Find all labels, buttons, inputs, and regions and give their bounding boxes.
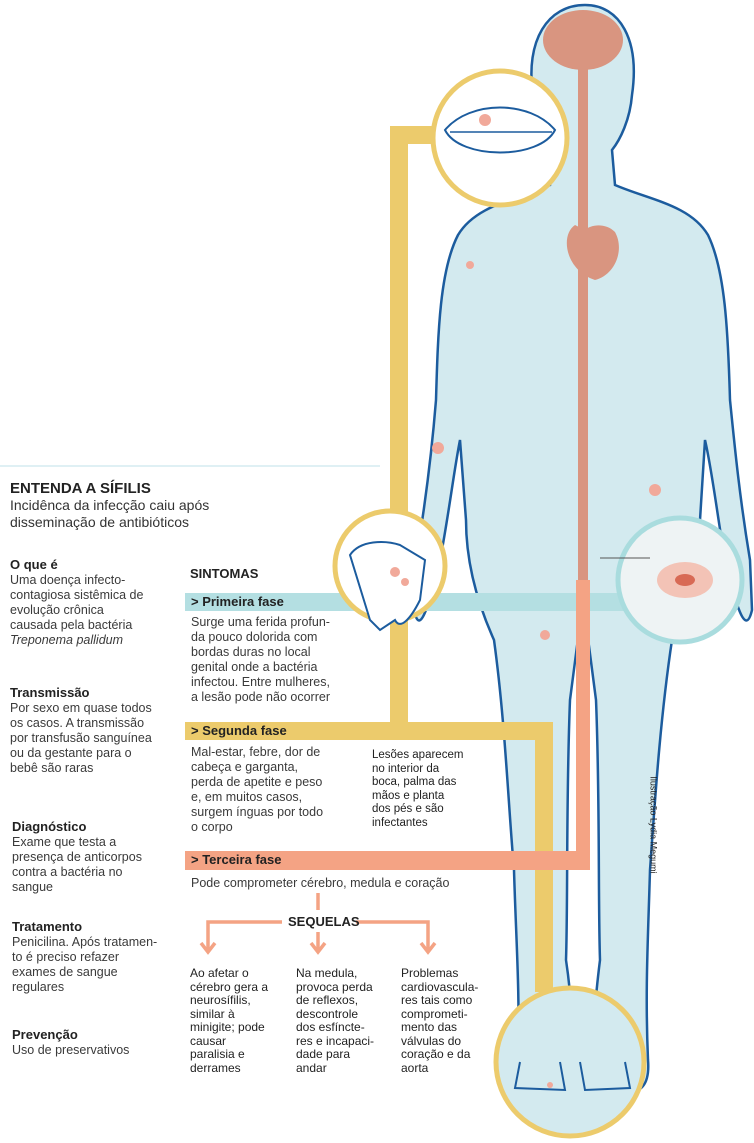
sequela-line: Na medula, xyxy=(296,966,358,980)
phase2-line: cabeça e garganta, xyxy=(191,760,299,774)
sequela-line: aorta xyxy=(401,1060,429,1075)
phase2-line: Mal-estar, febre, dor de xyxy=(191,745,321,759)
sequela-line: dade para xyxy=(296,1047,351,1061)
info-line: Uso de preservativos xyxy=(12,1043,130,1057)
sequela-line: cardiovascula- xyxy=(401,979,479,994)
phase2-label: > Segunda fase xyxy=(191,723,287,738)
info-line: presença de anticorpos xyxy=(12,850,142,864)
info-treatment: Tratamento Penicilina. Após tratamen- to… xyxy=(12,919,157,995)
sequelae-arrows xyxy=(199,893,437,955)
heart xyxy=(566,225,619,280)
foot-detail-circle xyxy=(493,985,647,1139)
sequela-brain: Ao afetar o cérebro gera a neurosífilis,… xyxy=(190,966,269,1075)
info-heading: Prevenção xyxy=(12,1027,78,1042)
phase2-line: e, em muitos casos, xyxy=(191,790,303,804)
phase1-text: Surge uma ferida profun- da pouco dolori… xyxy=(191,615,330,705)
genital-sore-circle xyxy=(600,515,745,645)
sequela-line: res e incapaci- xyxy=(296,1033,375,1048)
sequela-line: cérebro gera a xyxy=(190,979,269,994)
sequela-heart: Problemas cardiovascula- res tais como c… xyxy=(401,966,479,1075)
info-line: bebê são raras xyxy=(10,761,94,775)
note-line: Lesões aparecem xyxy=(372,749,464,761)
page-subtitle: Incidênca da infecção caiu após dissemin… xyxy=(10,497,209,531)
phase3-text: Pode comprometer cérebro, medula e coraç… xyxy=(191,876,450,890)
sequela-line: res tais como xyxy=(401,993,473,1007)
note-line: mãos e planta xyxy=(372,789,445,802)
phase1-line: da pouco dolorida com xyxy=(191,630,318,644)
phase1-line: a lesão pode não ocorrer xyxy=(191,690,330,704)
note-line: infectantes xyxy=(372,816,428,829)
info-line: ou da gestante para o xyxy=(10,746,132,760)
subtitle-line: disseminação de antibióticos xyxy=(10,514,189,530)
info-line: evolução crônica xyxy=(10,603,104,617)
info-line: to é preciso refazer xyxy=(12,950,119,964)
phase2-line: o corpo xyxy=(191,820,233,834)
phase2-note: Lesões aparecem no interior da boca, pal… xyxy=(372,749,463,830)
note-line: boca, palma das xyxy=(372,776,457,788)
info-heading: Tratamento xyxy=(12,919,83,934)
sequela-line: dos esfíncte- xyxy=(296,1020,365,1034)
sequela-line: coração e da xyxy=(401,1047,471,1061)
sequela-line: Ao afetar o xyxy=(190,966,249,980)
sequelae-title: SEQUELAS xyxy=(288,914,360,929)
info-line: Uma doença infecto- xyxy=(10,573,126,587)
sequela-line: válvulas do xyxy=(401,1033,462,1048)
sequela-line: minigite; pode xyxy=(190,1020,265,1034)
symptoms-title: SINTOMAS xyxy=(190,566,259,581)
phase1-line: Surge uma ferida profun- xyxy=(191,615,330,629)
page-title: ENTENDA A SÍFILIS xyxy=(10,480,151,497)
sequela-line: provoca perda xyxy=(296,979,373,994)
sequela-line: Problemas xyxy=(401,966,459,980)
sequela-line: de reflexos, xyxy=(296,993,359,1007)
sequela-line: derrames xyxy=(190,1060,241,1075)
info-line: contra a bactéria no xyxy=(12,865,123,879)
info-line: regulares xyxy=(12,980,65,994)
sequela-line: causar xyxy=(190,1033,227,1048)
info-line: Por sexo em quase todos xyxy=(10,701,152,715)
info-heading: Transmissão xyxy=(10,685,90,700)
info-heading: O que é xyxy=(10,557,58,572)
info-line: os casos. A transmissão xyxy=(10,716,145,730)
info-line: exames de sangue xyxy=(12,965,118,979)
hand-detail-circle xyxy=(332,508,448,632)
sequela-line: descontrole xyxy=(296,1006,359,1021)
illustration-credit: Ilustração Lydia Megumi xyxy=(648,776,659,874)
subtitle-line: Incidênca da infecção caiu após xyxy=(10,497,210,513)
info-line: por transfusão sanguínea xyxy=(10,731,152,745)
info-diagnosis: Diagnóstico Exame que testa a presença d… xyxy=(12,819,142,895)
spinal-cord xyxy=(578,60,588,580)
note-line: dos pés e são xyxy=(372,803,444,815)
sequela-line: neurosífilis, xyxy=(190,993,251,1007)
sequela-spine: Na medula, provoca perda de reflexos, de… xyxy=(296,966,375,1075)
phase1-line: genital onde a bactéria xyxy=(191,660,318,674)
phase1-line: bordas duras no local xyxy=(191,645,311,659)
phase2-text: Mal-estar, febre, dor de cabeça e gargan… xyxy=(191,745,323,835)
info-line: Penicilina. Após tratamen- xyxy=(12,935,158,949)
phase1-label: > Primeira fase xyxy=(191,594,284,609)
info-line: Treponema pallidum xyxy=(10,633,124,647)
sequela-line: mento das xyxy=(401,1020,458,1034)
info-line: contagiosa sistêmica de xyxy=(10,588,144,602)
info-line: Exame que testa a xyxy=(12,835,117,849)
brain xyxy=(543,10,623,70)
sequela-line: paralisia e xyxy=(190,1047,245,1061)
phase3-label: > Terceira fase xyxy=(191,852,282,867)
mouth-detail-circle xyxy=(430,68,570,208)
info-what-is: O que é Uma doença infecto- contagiosa s… xyxy=(10,557,143,648)
note-line: no interior da xyxy=(372,762,440,775)
sequela-line: andar xyxy=(296,1060,327,1075)
info-heading: Diagnóstico xyxy=(12,819,87,834)
info-transmission: Transmissão Por sexo em quase todos os c… xyxy=(10,685,152,776)
sequela-line: similar à xyxy=(190,1006,235,1021)
phase2-line: perda de apetite e peso xyxy=(191,775,323,789)
info-line: sangue xyxy=(12,880,54,894)
sequela-line: comprometi- xyxy=(401,1006,468,1021)
phase2-line: surgem ínguas por todo xyxy=(191,805,324,819)
info-line: causada pela bactéria xyxy=(10,618,133,632)
phase1-line: infectou. Entre mulheres, xyxy=(191,675,330,689)
info-prevention: Prevenção Uso de preservativos xyxy=(12,1027,129,1058)
